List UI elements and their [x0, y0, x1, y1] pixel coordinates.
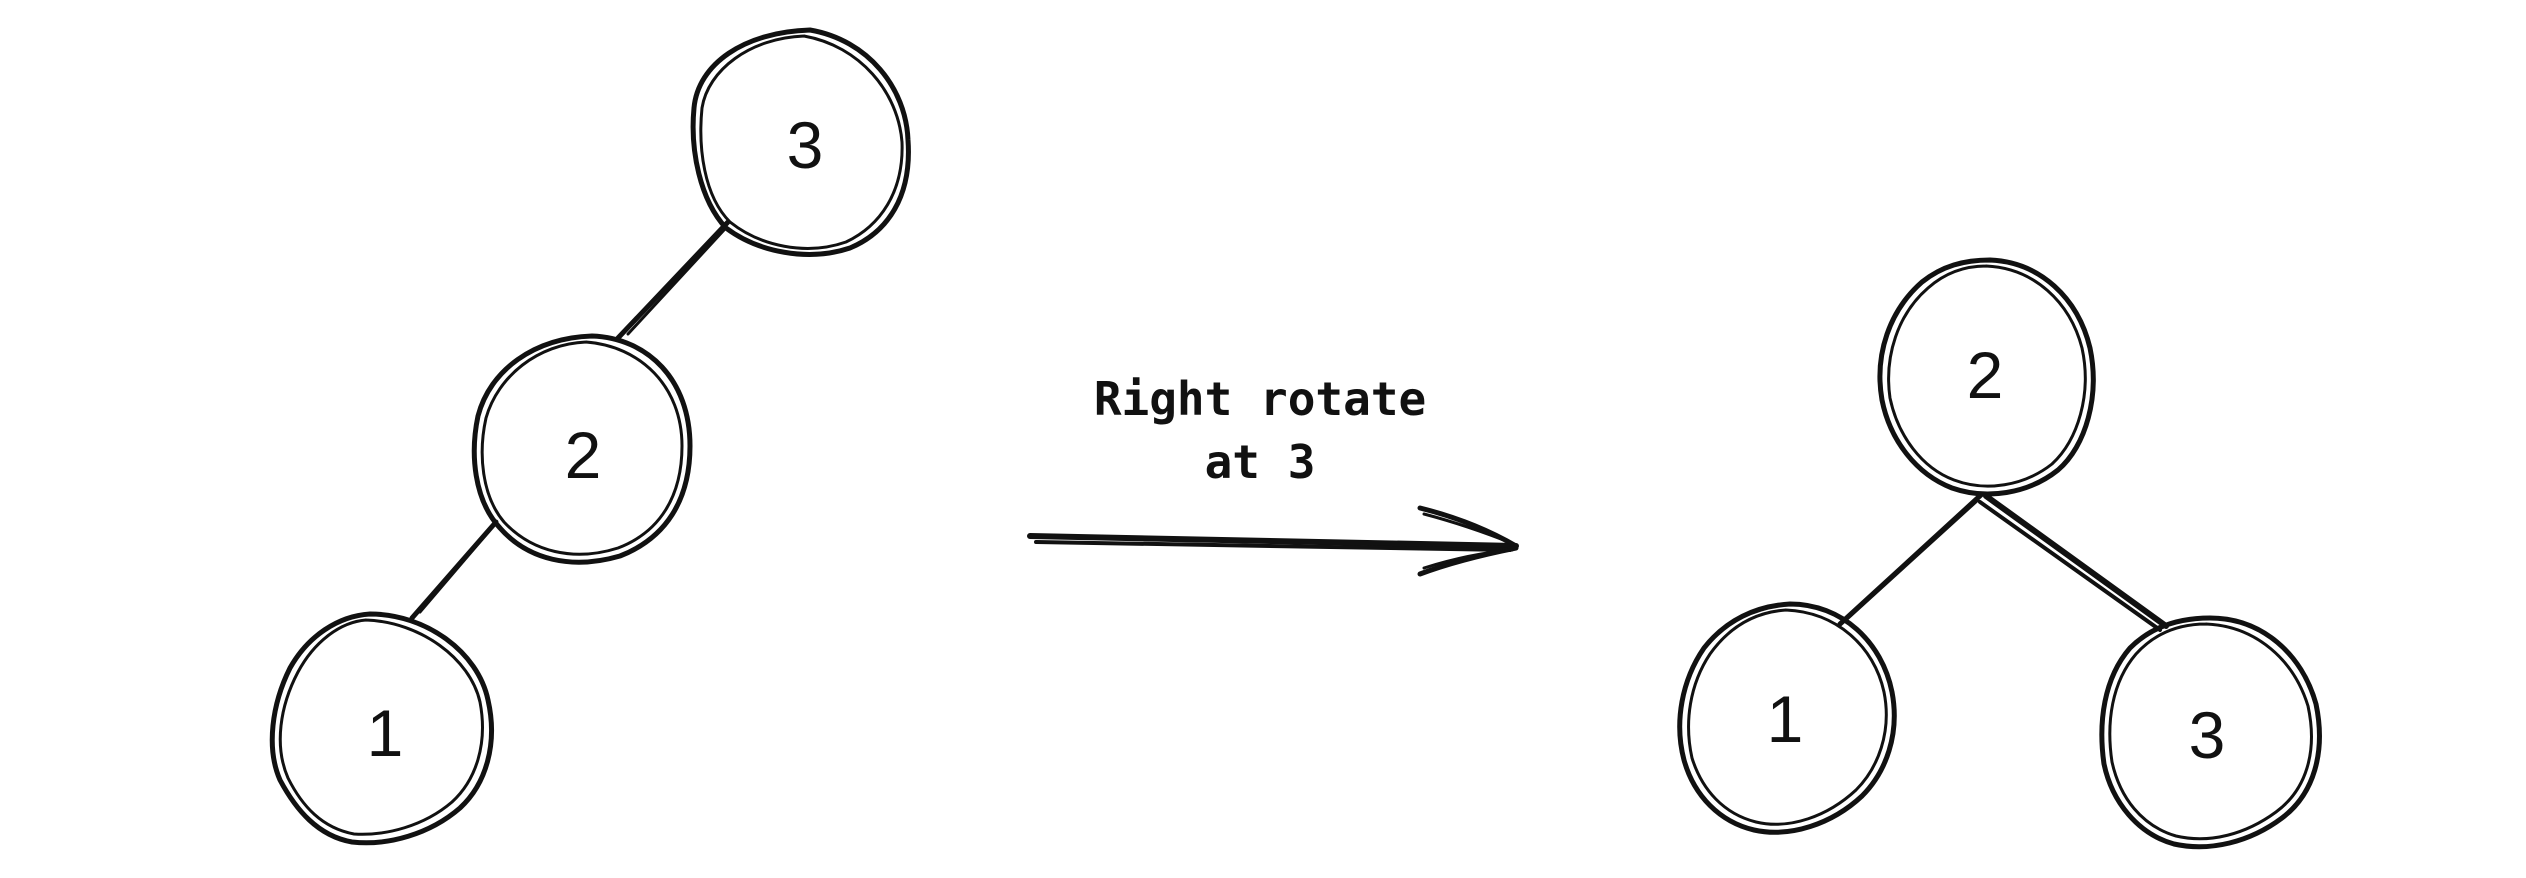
after-node-2-label: 2 — [1967, 338, 2004, 412]
after-node-1-label: 1 — [1767, 682, 1804, 756]
before-node-3: 3 — [690, 27, 911, 257]
rotation-caption: Right rotate at 3 — [1094, 372, 1426, 489]
before-tree: 3 2 1 — [269, 27, 911, 846]
before-node-3-label: 3 — [787, 108, 824, 182]
before-node-2-label: 2 — [565, 418, 602, 492]
edge-before-3-2 — [615, 219, 731, 341]
after-tree: 2 1 3 — [1677, 257, 2322, 850]
after-node-2: 2 — [1877, 257, 2096, 497]
before-node-1: 1 — [269, 611, 494, 846]
after-node-1: 1 — [1677, 601, 1897, 835]
edge-before-2-1 — [409, 519, 499, 621]
after-node-3-label: 3 — [2189, 698, 2226, 772]
rotation-arrow — [1027, 505, 1519, 577]
caption-line-1: Right rotate — [1094, 372, 1426, 426]
caption-line-2: at 3 — [1205, 435, 1316, 489]
after-node-3: 3 — [2099, 615, 2322, 850]
before-node-1-label: 1 — [367, 696, 404, 770]
edge-after-2-1 — [1837, 491, 1985, 627]
edge-after-2-3 — [1978, 493, 2169, 632]
before-node-2: 2 — [471, 333, 693, 565]
